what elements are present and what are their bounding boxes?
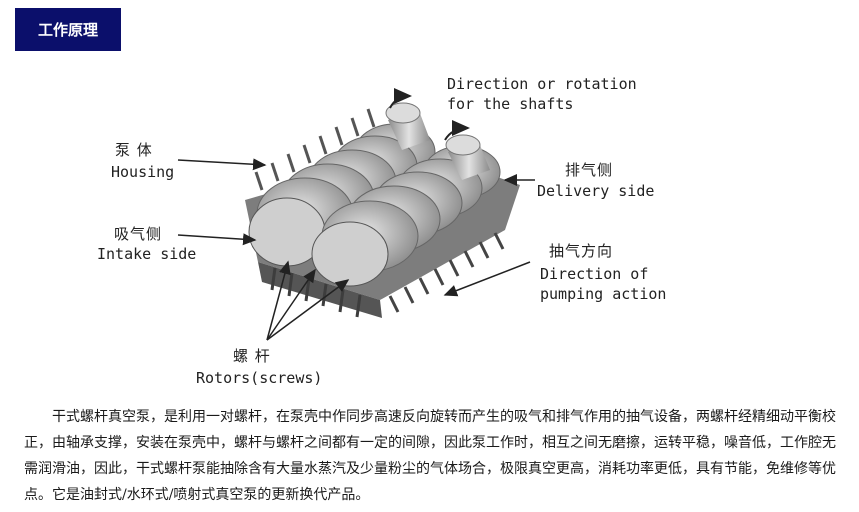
housing-label-cn: 泵 体 — [115, 141, 153, 159]
rotors-label-cn: 螺 杆 — [233, 347, 271, 365]
intake-label-cn: 吸气侧 — [114, 225, 163, 243]
delivery-label-cn: 排气侧 — [565, 161, 614, 179]
rotation-label-line2: for the shafts — [447, 95, 574, 113]
pumping-label-en1: Direction of — [540, 265, 649, 283]
rotation-label-line1: Direction or rotation — [447, 75, 637, 93]
section-title-badge: 工作原理 — [15, 8, 121, 51]
section-title: 工作原理 — [37, 21, 98, 39]
pumping-label-en2: pumping action — [540, 285, 667, 303]
leader-lines — [177, 158, 535, 341]
intake-label-en: Intake side — [97, 245, 197, 263]
housing-label-en: Housing — [111, 163, 175, 181]
pump-body — [245, 88, 520, 318]
rotors-label-en: Rotors(screws) — [196, 369, 323, 387]
screw-pump-illustration — [177, 88, 535, 341]
pumping-label-cn: 抽气方向 — [549, 242, 614, 260]
delivery-label-en: Delivery side — [537, 182, 655, 200]
principle-description: 干式螺杆真空泵，是利用一对螺杆，在泵壳中作同步高速反向旋转而产生的吸气和排气作用… — [24, 409, 836, 503]
